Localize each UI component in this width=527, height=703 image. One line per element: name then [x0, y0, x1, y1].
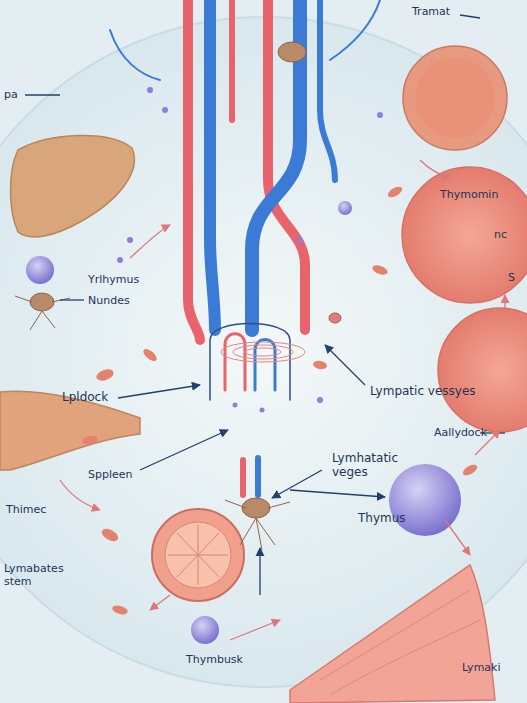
lymph-node	[30, 42, 341, 518]
tissue-core	[415, 58, 495, 138]
spleen-inner	[165, 522, 231, 588]
node-section	[402, 167, 527, 303]
lymph-cells	[81, 185, 479, 616]
part-label: Lympatic vessyes	[370, 384, 476, 398]
lymphocyte	[191, 616, 219, 644]
tissue-fibers	[320, 590, 480, 695]
droplets	[117, 87, 383, 413]
part-label: Lymhatatic veges	[332, 451, 422, 480]
liver	[11, 135, 135, 237]
part-label: Thymomin	[440, 188, 498, 201]
tissue-section	[403, 46, 507, 150]
lymphocyte	[26, 256, 54, 284]
part-label: Tramat	[412, 5, 450, 18]
lymphocyte	[338, 201, 352, 215]
part-label: Thimec	[6, 503, 46, 516]
part-label: Aallydock	[434, 426, 487, 439]
part-label: Lpldock	[62, 390, 108, 404]
part-label: Yrlhymus	[88, 273, 139, 286]
part-label: Sppleen	[88, 468, 133, 481]
node-section	[438, 308, 527, 432]
swirl	[221, 342, 305, 362]
node-roots	[15, 296, 290, 550]
arrows	[25, 15, 505, 595]
flow-arrows	[60, 160, 505, 640]
part-label: Nundes	[88, 294, 130, 307]
tissue-wedge	[290, 565, 495, 703]
part-label: Lymaki	[462, 661, 501, 674]
spleen-septa	[168, 525, 228, 585]
blood-vessels	[110, 0, 380, 495]
part-label: nc	[494, 228, 507, 241]
part-label: S	[508, 271, 515, 284]
lymphocyte	[389, 464, 461, 536]
spleen-section	[152, 509, 244, 601]
part-label: Thymbusk	[186, 653, 243, 666]
part-label: Lymabates stem	[4, 562, 76, 588]
part-label: Thymus	[358, 511, 406, 525]
part-label: pa	[4, 88, 18, 101]
